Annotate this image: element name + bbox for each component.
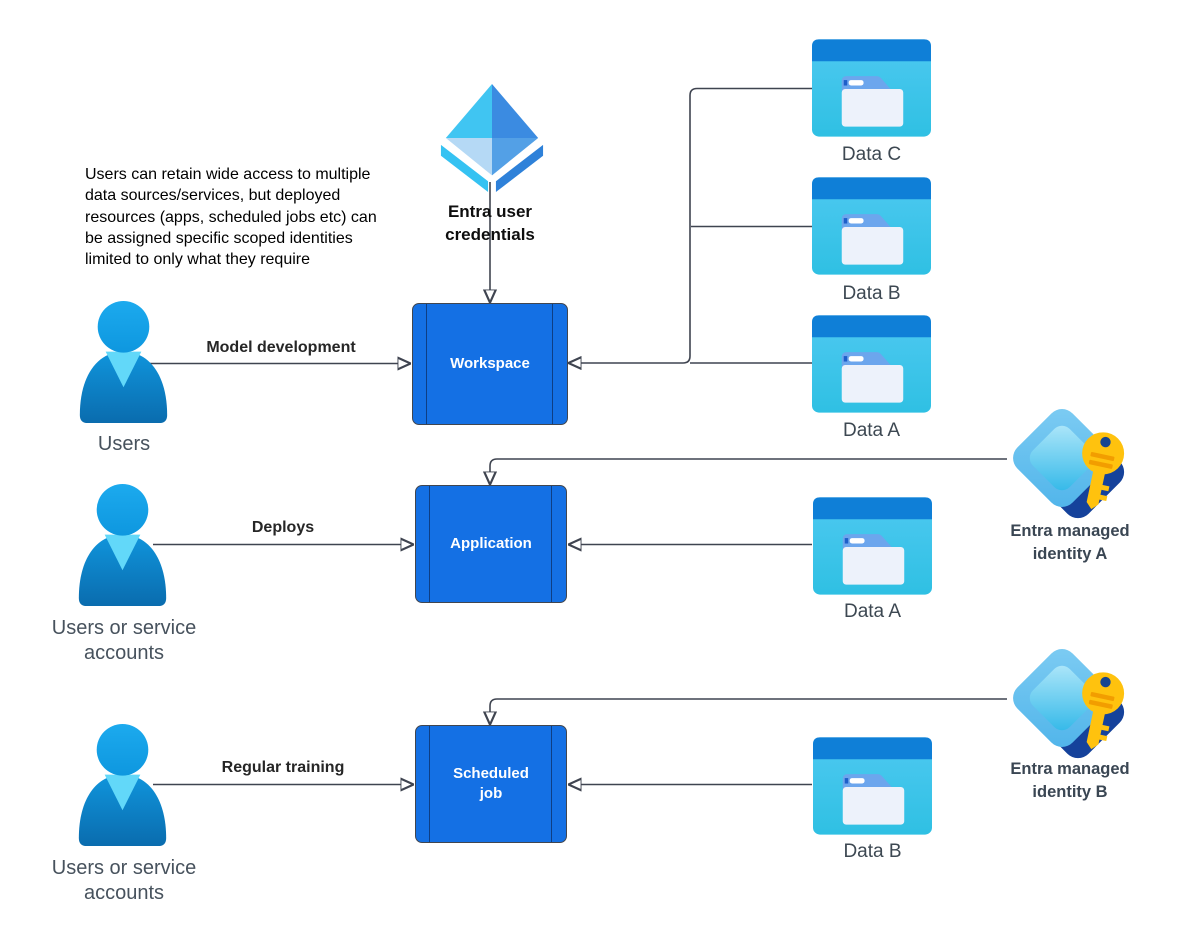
identity-b-label: Entra managed identity B [1010, 760, 1130, 801]
data-folder-icon [812, 177, 931, 275]
entra-managed-identity-key-icon [1004, 408, 1136, 522]
person-icon [66, 483, 179, 609]
entra-credentials-icon [433, 84, 551, 194]
workspace-node: Workspace [412, 303, 568, 425]
entra-credentials-label: Entra user credentials [445, 202, 535, 244]
identity-a-label: Entra managed identity A [1010, 522, 1130, 563]
edge-identitya-to-application [490, 458, 1007, 472]
edge-datagroup-to-workspace [581, 87, 812, 364]
edge-label-deploys: Deploys [251, 519, 315, 536]
data-folder-icon [813, 497, 932, 595]
data-b2-label: Data B [843, 841, 902, 862]
edge-identityb-to-scheduledjob [490, 698, 1007, 712]
data-folder-icon [813, 737, 932, 835]
users-or-service-label-2: Users or service accounts [51, 857, 197, 904]
data-a2-label: Data A [843, 601, 902, 622]
scheduled-job-node: Scheduled job [415, 725, 567, 843]
users-label: Users [97, 433, 151, 455]
application-node: Application [415, 485, 567, 603]
data-c-label: Data C [841, 144, 902, 165]
users-or-service-label-1: Users or service accounts [51, 617, 197, 664]
edge-label-regular-training: Regular training [221, 759, 345, 776]
data-folder-icon [812, 39, 931, 137]
data-b-label: Data B [842, 283, 901, 304]
data-a-label: Data A [842, 420, 901, 441]
data-folder-icon [812, 315, 931, 413]
note-text: Users can retain wide access to multiple… [85, 166, 377, 269]
person-icon [67, 300, 180, 426]
edge-label-model-development: Model development [206, 339, 356, 356]
entra-managed-identity-key-icon [1004, 648, 1136, 762]
person-icon [66, 723, 179, 849]
